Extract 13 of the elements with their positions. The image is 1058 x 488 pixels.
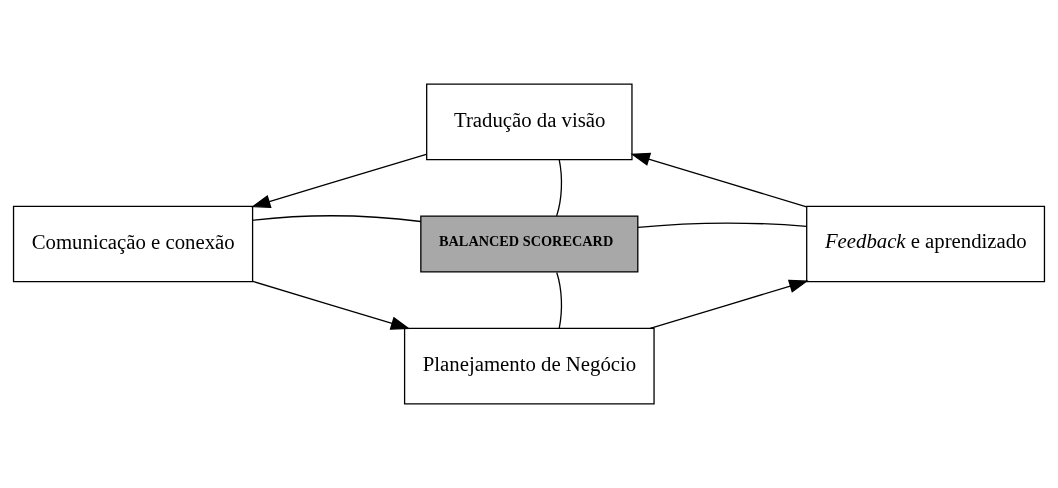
arrow (649, 279, 809, 329)
arrow (252, 280, 411, 330)
connector (252, 215, 422, 223)
arrow (250, 153, 427, 209)
connector (556, 159, 563, 217)
arrow (630, 152, 808, 208)
node-box: Comunicação e conexão (12, 205, 254, 283)
node-box: Feedback e aprendizado (806, 205, 1046, 283)
connector (637, 222, 808, 228)
connector (556, 271, 563, 329)
node-box: Planejamento de Negócio (403, 327, 655, 405)
node-box: BALANCED SCORECARD (420, 215, 639, 273)
node-box: Tradução da visão (426, 83, 633, 161)
